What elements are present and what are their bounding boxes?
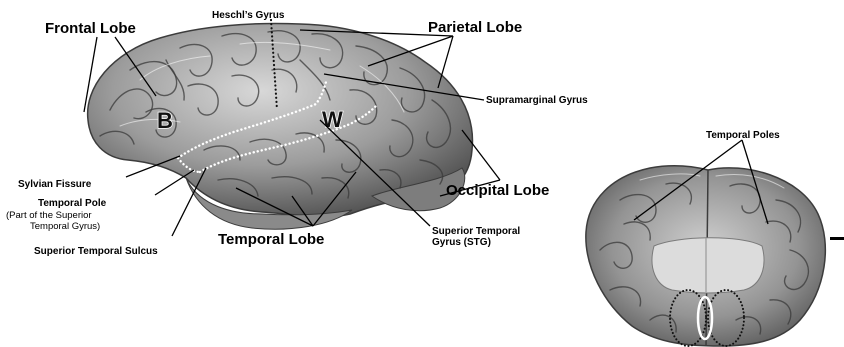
scale-dash <box>830 237 844 240</box>
label-occipital-lobe: Occipital Lobe <box>446 182 549 199</box>
label-heschls-gyrus: Heschl’s Gyrus <box>212 10 285 21</box>
inferior-brainstem-region <box>652 238 764 293</box>
label-temporal-pole: Temporal Pole <box>38 198 107 209</box>
wernicke-area-marker: W <box>322 107 343 132</box>
label-frontal-lobe: Frontal Lobe <box>45 20 136 37</box>
label-temporal-pole-note-2: Temporal Gyrus) <box>30 221 100 232</box>
label-supramarginal-gyrus: Supramarginal Gyrus <box>486 95 588 106</box>
label-stg-line-2: Gyrus (STG) <box>432 237 491 248</box>
label-superior-temporal-sulcus: Superior Temporal Sulcus <box>34 246 158 257</box>
broca-area-marker: B <box>157 108 173 133</box>
label-stg-line-1: Superior Temporal <box>432 226 520 237</box>
lateral-brain-view <box>88 24 473 230</box>
label-sylvian-fissure: Sylvian Fissure <box>18 179 92 190</box>
label-parietal-lobe: Parietal Lobe <box>428 19 522 36</box>
label-temporal-pole-note-1: (Part of the Superior <box>6 210 92 221</box>
label-temporal-lobe: Temporal Lobe <box>218 231 324 248</box>
label-temporal-poles: Temporal Poles <box>706 130 780 141</box>
inferior-brain-view <box>586 166 825 346</box>
